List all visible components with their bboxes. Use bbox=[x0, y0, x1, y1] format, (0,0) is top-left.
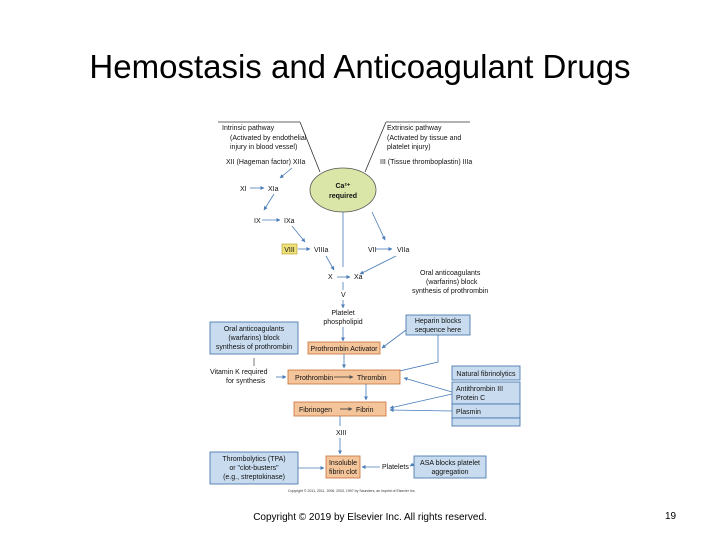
xii-label: XII (Hageman factor) XIIa bbox=[226, 159, 305, 166]
intrinsic-bracket bbox=[218, 121, 321, 173]
ixa-label: IXa bbox=[284, 218, 295, 225]
x-label: X bbox=[328, 274, 333, 281]
fibrin-label: Fibrin bbox=[356, 407, 374, 414]
plasmin-box: Plasmin bbox=[451, 403, 521, 419]
natural-fibrinolytics-label: Natural fibrinolytics bbox=[456, 371, 516, 378]
asa-box: ASA blocks platelet aggregation bbox=[413, 455, 487, 479]
oral-note-1: Oral anticoagulants bbox=[420, 270, 481, 277]
iii-label: III (Tissue thromboplastin) IIIa bbox=[380, 159, 472, 166]
thrombolytics-line-3: (e.g., streptokinase) bbox=[223, 474, 285, 481]
calcium-node: Ca²⁺ required bbox=[309, 167, 377, 213]
asa-line-1: ASA blocks platelet bbox=[420, 460, 480, 467]
thrombolytics-line-2: or "clot-busters" bbox=[229, 465, 279, 472]
protein-c-label: Protein C bbox=[456, 395, 485, 402]
viii-label: VIII bbox=[284, 247, 295, 254]
oral-box-line-1: Oral anticoagulants bbox=[224, 326, 285, 333]
ix-label: IX bbox=[254, 218, 261, 225]
page-number: 19 bbox=[665, 511, 677, 522]
xia-label: XIa bbox=[268, 186, 279, 193]
calcium-label: Ca²⁺ bbox=[336, 183, 351, 190]
xi-label: XI bbox=[240, 186, 247, 193]
heparin-line-2: sequence here bbox=[415, 327, 461, 334]
viia-label: VIIa bbox=[397, 247, 410, 254]
extrinsic-sub-2: platelet injury) bbox=[387, 144, 431, 151]
intrinsic-label: Intrinsic pathway bbox=[222, 125, 275, 132]
plasmin-label: Plasmin bbox=[456, 409, 481, 416]
prothrombin-label: Prothrombin bbox=[295, 375, 333, 382]
copyright-footer: Copyright © 2019 by Elsevier Inc. All ri… bbox=[253, 512, 487, 523]
thrombin-label: Thrombin bbox=[357, 375, 387, 382]
prothrombin-thrombin-box: Prothrombin Thrombin bbox=[287, 369, 401, 385]
xiii-label: XIII bbox=[336, 430, 347, 437]
oral-anticoagulants-box: Oral anticoagulants (warfarins) block sy… bbox=[209, 321, 299, 355]
prothrombin-activator-label: Prothrombin Activator bbox=[311, 346, 379, 353]
xa-label: Xa bbox=[354, 274, 363, 281]
oral-box-line-2: (warfarins) block bbox=[228, 335, 280, 342]
image-credit: Copyright © 2011, 2011, 2006, 2003, 1997… bbox=[288, 489, 416, 493]
vitamin-k-line-1: Vitamin K required bbox=[210, 369, 268, 376]
prothrombin-activator-box: Prothrombin Activator bbox=[307, 341, 381, 355]
natural-fibrinolytics-box: Natural fibrinolytics bbox=[451, 365, 521, 381]
platelet-phospholipid-1: Platelet bbox=[331, 310, 354, 317]
heparin-box: Heparin blocks sequence here bbox=[405, 314, 471, 336]
antithrombin-label: Antithrombin III bbox=[456, 386, 503, 393]
fibrinogen-label: Fibrinogen bbox=[299, 407, 332, 414]
viii-node: VIII bbox=[281, 243, 298, 255]
calcium-required-label: required bbox=[329, 193, 357, 200]
oral-box-line-3: synthesis of prothrombin bbox=[216, 344, 292, 351]
extrinsic-sub-1: (Activated by tissue and bbox=[387, 135, 461, 142]
extrinsic-bracket bbox=[364, 121, 470, 173]
insoluble-label: Insoluble bbox=[329, 460, 357, 467]
platelet-phospholipid-2: phospholipid bbox=[323, 319, 362, 326]
vitamin-k-line-2: for synthesis bbox=[226, 378, 266, 385]
vii-label: VII bbox=[368, 247, 377, 254]
antithrombin-box: Antithrombin III Protein C bbox=[451, 381, 521, 405]
intrinsic-sub-1: (Activated by endothelial bbox=[230, 135, 307, 142]
thrombolytics-box: Thrombolytics (TPA) or "clot-busters" (e… bbox=[209, 451, 299, 485]
fibrinolytics-spacer bbox=[451, 417, 521, 427]
oral-note-2: (warfarins) block bbox=[426, 279, 478, 286]
oral-note-3: synthesis of prothrombin bbox=[412, 288, 488, 295]
platelets-label: Platelets bbox=[382, 464, 409, 471]
fibrinogen-fibrin-box: Fibrinogen Fibrin bbox=[293, 401, 387, 417]
viiia-label: VIIIa bbox=[314, 247, 329, 254]
thrombolytics-line-1: Thrombolytics (TPA) bbox=[222, 456, 285, 463]
slide-title: Hemostasis and Anticoagulant Drugs bbox=[89, 48, 631, 85]
heparin-line-1: Heparin blocks bbox=[415, 318, 462, 325]
extrinsic-label: Extrinsic pathway bbox=[387, 125, 442, 132]
asa-line-2: aggregation bbox=[432, 469, 469, 476]
insoluble-clot-box: Insoluble fibrin clot bbox=[325, 455, 361, 479]
coagulation-diagram: Intrinsic pathway (Activated by endothel… bbox=[209, 121, 521, 493]
fibrin-clot-label: fibrin clot bbox=[329, 469, 357, 476]
v-label: V bbox=[341, 292, 346, 299]
intrinsic-sub-2: injury in blood vessel) bbox=[230, 144, 297, 151]
